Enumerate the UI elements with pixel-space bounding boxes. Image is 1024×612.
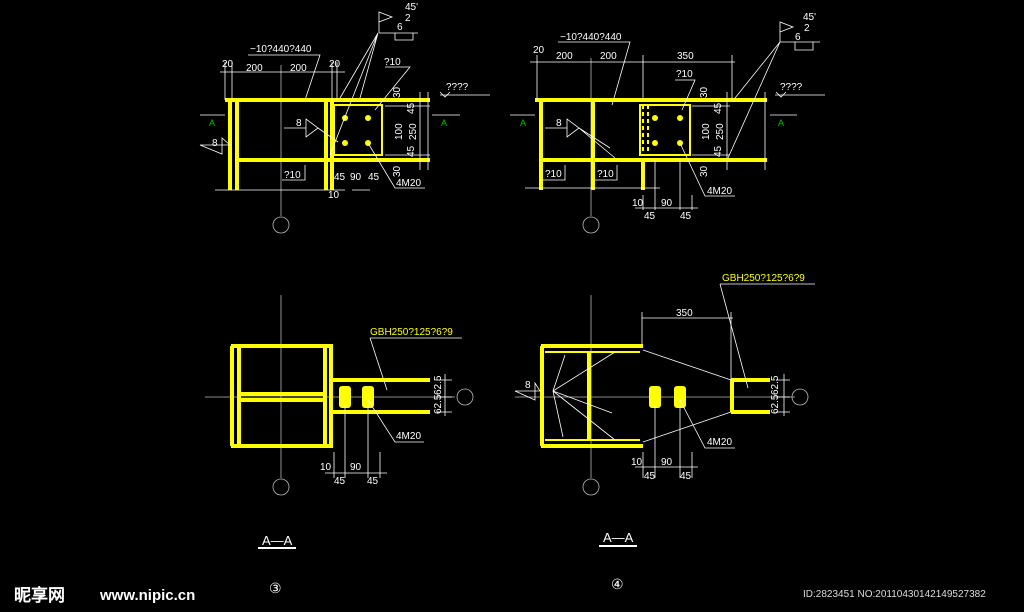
bolts [649,386,686,408]
weld-angle: 45' [803,12,816,23]
axis-bubble [582,216,600,234]
fillet-left: 8 [212,138,218,149]
dim: 10 [631,457,643,468]
dim-20-left: 20 [222,59,234,70]
section-mark-right: A [778,118,784,128]
weld-angle: 45' [405,2,418,13]
dim: 30 [699,165,710,177]
section-title: A—A [262,533,293,548]
dim: 30 [699,86,710,98]
dim: 45 [713,102,724,114]
plate-label: −10?440?440 [560,32,622,43]
dim: 90 [350,172,362,183]
section-mark-left: A [520,118,526,128]
dim-200-b: 200 [290,63,307,74]
dim: 100 [701,123,712,140]
drawing-4-plan: A A 20 200 200 350 −10?440?440 ?10 ???? … [510,12,825,234]
dims-right: 30 45 100 250 45 30 [699,86,726,177]
dim: 62.5 [770,375,781,395]
drawing-3-plan: A A 20 200 200 20 −10?440?440 ?10 ???? 4… [199,2,490,234]
dim: 45 [368,172,380,183]
bolt-label: 4M20 [396,178,421,189]
dim: 10 [632,198,644,209]
fillet-mid: 8 [296,118,302,129]
beam-label: GBH250?125?6?9 [370,327,453,338]
bolts [342,115,371,146]
weld-gap: 2 [405,13,411,24]
dim: 45 [334,476,346,487]
weld-size: 6 [397,22,403,33]
section-title: A—A [603,530,634,545]
plate-label: −10?440?440 [250,44,312,55]
dim: 45 [406,145,417,157]
dim-10: 10 [328,190,340,201]
connection-plate [333,104,383,156]
weld-size: 6 [795,32,801,43]
dim: 90 [661,457,673,468]
dim: 62.5 [770,394,781,414]
dim: 250 [408,123,419,140]
section-mark-right: A [441,118,447,128]
bolt-label: 4M20 [707,437,732,448]
drawing-4-section: 8 350 GBH250?125?6?9 4M20 62.5 62.5 10 9… [514,273,815,592]
dim-350: 350 [676,308,693,319]
connection-plate [639,104,691,156]
footer: 昵享网 www.nipic.cn ID:2823451 NO:201104301… [14,585,986,606]
detail-number: ④ [611,576,624,592]
bottom-label: ?10 [597,169,614,180]
dim: 45 [680,211,692,222]
dim: 45 [644,471,656,482]
axis-bubble [791,388,809,406]
dims-right: 30 45 100 250 45 30 [392,86,419,177]
image-id: ID:2823451 NO:20110430142149527382 [803,589,986,600]
elevation-label: ???? [780,82,803,93]
elevation-label: ???? [446,82,469,93]
dim: 30 [392,165,403,177]
watermark-url: www.nipic.cn [99,587,195,604]
dim: 250 [715,123,726,140]
axis-bubble [272,216,290,234]
dim: 45 [680,471,692,482]
dim-20-right: 20 [329,59,341,70]
dim: 20 [533,45,545,56]
dim: 10 [320,462,332,473]
section-mark-left: A [209,118,215,128]
bolt-label: 4M20 [707,186,732,197]
fillet: 8 [556,118,562,129]
beam-label: GBH250?125?6?9 [722,273,805,284]
dim: 45 [334,172,346,183]
dim: 30 [392,86,403,98]
detail-number: ③ [269,580,282,596]
stiffener-label: ?10 [384,57,401,68]
dim: 90 [661,198,673,209]
dim: 45 [367,476,379,487]
dim: 90 [350,462,362,473]
axis-bubble [582,478,600,496]
bolt-label: 4M20 [396,431,421,442]
dim: 45 [713,145,724,157]
dim: 62.5 [433,375,444,395]
dim: 200 [600,51,617,62]
weld-gap: 2 [804,23,810,34]
dim: 62.5 [433,394,444,414]
axis-bubble [272,478,290,496]
stiffener-label: ?10 [676,69,693,80]
axis-bubble [456,388,474,406]
dim-200-a: 200 [246,63,263,74]
bottom-label: ?10 [284,170,301,181]
dim: 45 [406,102,417,114]
dim: 100 [394,123,405,140]
dim: 45 [644,211,656,222]
bottom-label: ?10 [545,169,562,180]
bolts [339,386,374,408]
dim-350: 350 [677,51,694,62]
dim: 200 [556,51,573,62]
fillet: 8 [525,380,531,391]
watermark-logo: 昵享网 [14,585,65,606]
drawing-3-section: GBH250?125?6?9 4M20 62.5 62.5 10 90 45 4… [205,295,474,596]
